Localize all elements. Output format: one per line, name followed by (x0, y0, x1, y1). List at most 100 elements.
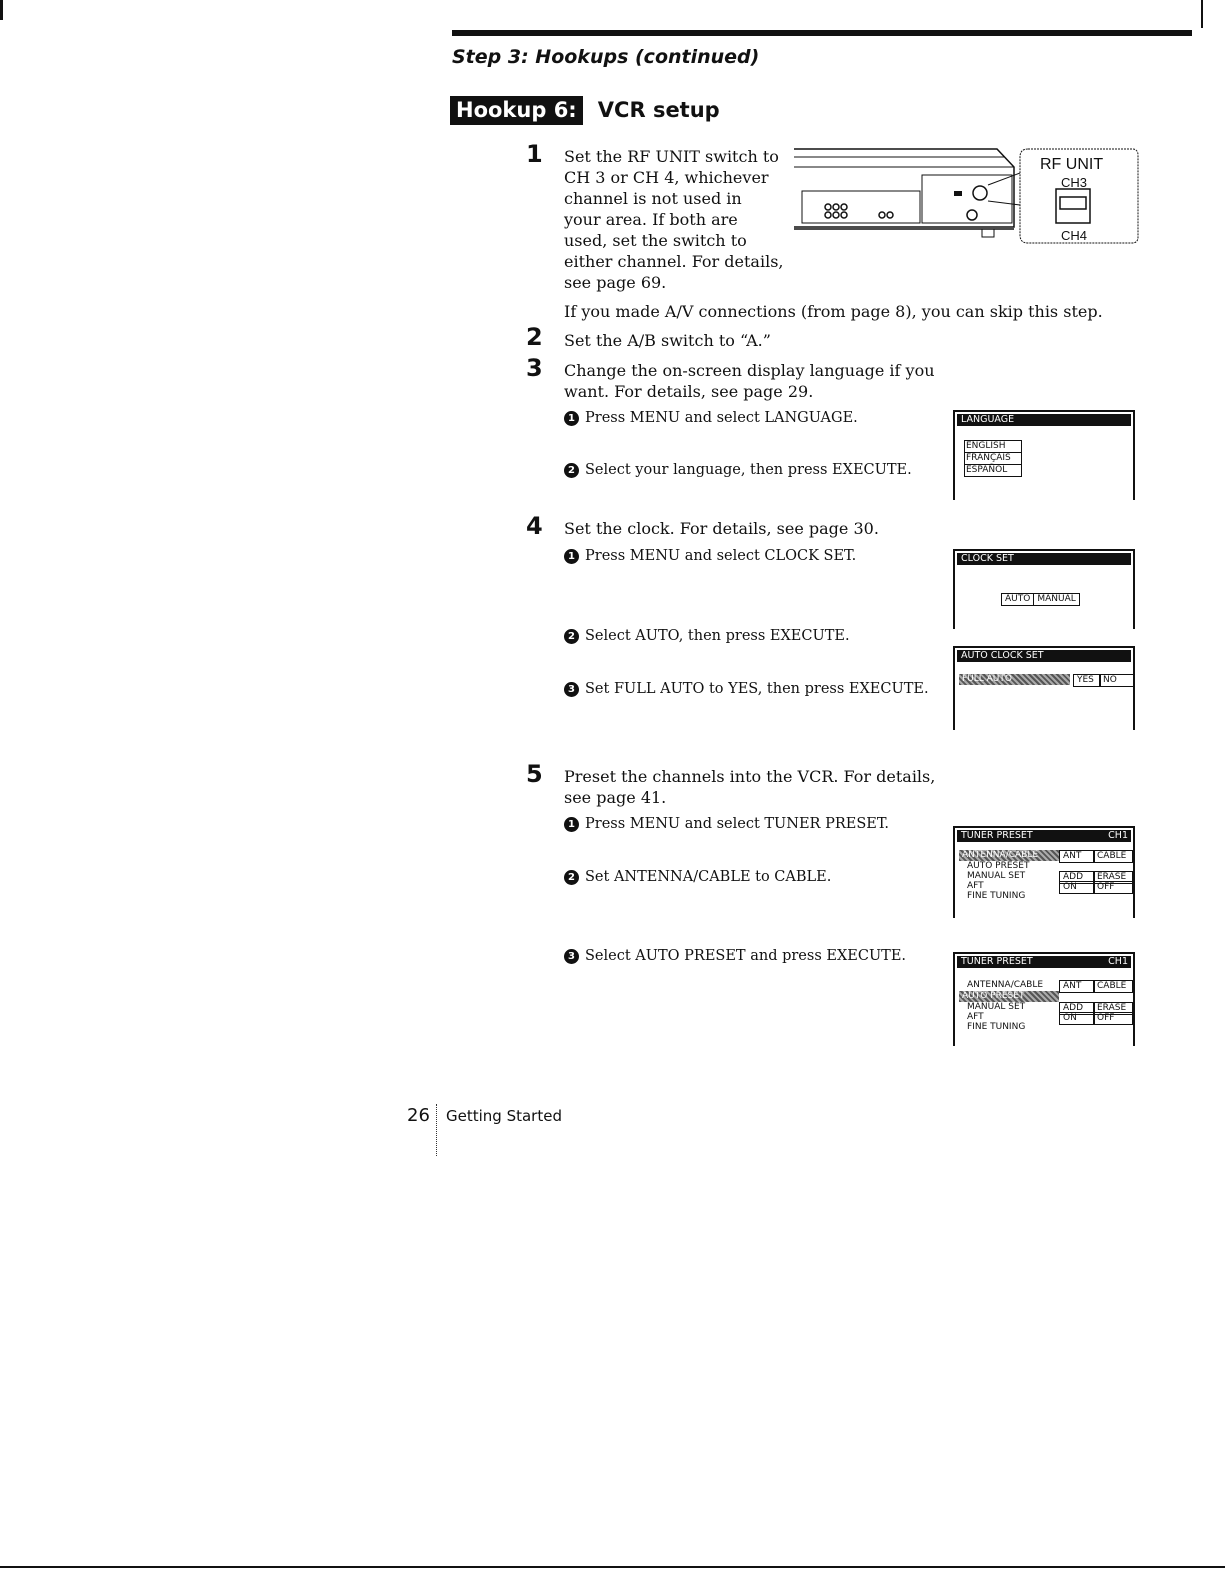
auto-clock-screen: AUTO CLOCK SET FULL AUTO YES NO (953, 646, 1135, 730)
tuner-menu: ANTENNA/CABLE ANT CABLE AUTO PRESET MANU… (955, 850, 1133, 901)
menu-row: MANUAL SET ADD ERASE (955, 871, 1133, 884)
screen-title: CLOCK SET (957, 553, 1131, 565)
bullet-item: 3 Set FULL AUTO to YES, then press EXECUT… (564, 681, 929, 697)
off-option: OFF (1093, 1012, 1133, 1025)
menu-item-manual-set: MANUAL SET (967, 871, 1026, 881)
clock-option-manual: MANUAL (1034, 593, 1080, 606)
page-number: 26 (407, 1105, 430, 1126)
menu-row: AFT ON OFF (955, 1012, 1133, 1025)
crop-mark-left (0, 0, 3, 20)
menu-item-antenna-cable: ANTENNA/CABLE (967, 980, 1044, 990)
hookup-heading: Hookup 6: VCR setup (450, 96, 720, 125)
step-number: 5 (526, 760, 543, 788)
screen-title-text: TUNER PRESET (961, 956, 1033, 967)
footer-section: Getting Started (446, 1107, 562, 1125)
erase-option: ERASE (1093, 871, 1133, 884)
language-option: FRANÇAIS (965, 453, 1021, 465)
bullet-item: 3 Select AUTO PRESET and press EXECUTE. (564, 948, 906, 964)
step-header: Step 3: Hookups (continued) (452, 46, 760, 68)
tuner-preset-screen-1: TUNER PRESET CH1 ANTENNA/CABLE ANT CABLE … (953, 826, 1135, 918)
bullet-text: Select AUTO PRESET and press EXECUTE. (585, 948, 907, 964)
tuner-menu: ANTENNA/CABLE ANT CABLE AUTO PRESET MANU… (955, 980, 1133, 1032)
cable-option: CABLE (1093, 850, 1133, 863)
bullet-text: Set FULL AUTO to YES, then press EXECUTE… (585, 681, 929, 697)
add-option: ADD (1059, 871, 1095, 884)
step-number: 4 (526, 512, 543, 540)
menu-item-manual-set: MANUAL SET (967, 1002, 1026, 1012)
crop-mark-right (1201, 0, 1203, 28)
step-3-text: Change the on-screen display language if… (564, 360, 935, 402)
menu-row: MANUAL SET ADD ERASE (955, 1002, 1133, 1015)
step-number: 1 (526, 140, 543, 168)
bullet-text: Select AUTO, then press EXECUTE. (585, 628, 850, 644)
text-line: used, set the switch to (564, 231, 747, 250)
rf-unit-label: RF UNIT (1040, 156, 1104, 173)
language-list: ENGLISH FRANÇAIS ESPAÑOL (964, 440, 1022, 477)
text-line: want. For details, see page 29. (564, 382, 814, 401)
on-option: ON (1059, 1012, 1095, 1025)
bullet-item: 1 Press MENU and select LANGUAGE. (564, 410, 858, 426)
bottom-rule (0, 1566, 1225, 1568)
off-option: OFF (1093, 881, 1133, 894)
top-rule (452, 30, 1192, 36)
hookup-title: VCR setup (597, 98, 720, 122)
bullet-3-icon: 3 (564, 949, 579, 964)
step-1-text: Set the RF UNIT switch to CH 3 or CH 4, … (564, 146, 794, 293)
bullet-text: Press MENU and select CLOCK SET. (585, 548, 857, 564)
ant-option: ANT (1059, 980, 1095, 993)
no-option: NO (1099, 674, 1135, 687)
menu-item-auto-preset: AUTO PRESET (967, 861, 1030, 871)
text-line: Change the on-screen display language if… (564, 361, 935, 380)
step-5-text: Preset the channels into the VCR. For de… (564, 766, 935, 808)
menu-row: ANTENNA/CABLE ANT CABLE (955, 980, 1133, 993)
text-line: see page 69. (564, 273, 667, 292)
screen-title: TUNER PRESET CH1 (957, 830, 1131, 842)
language-screen: LANGUAGE ENGLISH FRANÇAIS ESPAÑOL (953, 410, 1135, 500)
bullet-2-icon: 2 (564, 463, 579, 478)
bullet-1-icon: 1 (564, 817, 579, 832)
step-1-note: If you made A/V connections (from page 8… (564, 302, 1103, 321)
bullet-text: Set ANTENNA/CABLE to CABLE. (585, 869, 832, 885)
menu-row: ANTENNA/CABLE ANT CABLE (955, 850, 1133, 863)
menu-item-aft: AFT (967, 881, 984, 891)
text-line: Preset the channels into the VCR. For de… (564, 767, 936, 786)
text-line: your area. If both are (564, 210, 738, 229)
screen-title: AUTO CLOCK SET (957, 650, 1131, 662)
text-line: see page 41. (564, 788, 667, 807)
hookup-label: Hookup 6: (450, 96, 583, 125)
rf-unit-ch4-label: CH4 (1061, 228, 1088, 243)
bullet-text: Select your language, then press EXECUTE… (585, 462, 912, 478)
text-line: either channel. For details, (564, 252, 784, 271)
step-2-text: Set the A/B switch to “A.” (564, 331, 771, 350)
erase-option: ERASE (1093, 1002, 1133, 1015)
screen-title-text: TUNER PRESET (961, 830, 1033, 841)
language-option: ESPAÑOL (966, 465, 1008, 475)
full-auto-row: FULL AUTO YES NO (959, 674, 1135, 687)
step-number: 2 (526, 323, 543, 351)
language-option: ENGLISH (965, 441, 1021, 453)
bullet-item: 2 Select AUTO, then press EXECUTE. (564, 628, 850, 644)
bullet-1-icon: 1 (564, 411, 579, 426)
menu-row: AFT ON OFF (955, 881, 1133, 894)
menu-item-fine-tuning: FINE TUNING (967, 891, 1026, 901)
channel-indicator: CH1 (1108, 830, 1128, 841)
full-auto-highlight: FULL AUTO (959, 674, 1070, 685)
menu-item-aft: AFT (967, 1012, 984, 1022)
add-option: ADD (1059, 1002, 1095, 1015)
bullet-item: 2 Select your language, then press EXECUT… (564, 462, 912, 478)
bullet-3-icon: 3 (564, 682, 579, 697)
step-4-text: Set the clock. For details, see page 30. (564, 519, 879, 538)
ant-option: ANT (1059, 850, 1095, 863)
screen-title: LANGUAGE (957, 414, 1131, 426)
footer-divider (436, 1104, 438, 1156)
text-line: channel is not used in (564, 189, 742, 208)
menu-item-fine-tuning: FINE TUNING (967, 1022, 1026, 1032)
bullet-2-icon: 2 (564, 629, 579, 644)
bullet-2-icon: 2 (564, 870, 579, 885)
bullet-text: Press MENU and select LANGUAGE. (585, 410, 858, 426)
rf-unit-ch3-label: CH3 (1061, 175, 1088, 190)
